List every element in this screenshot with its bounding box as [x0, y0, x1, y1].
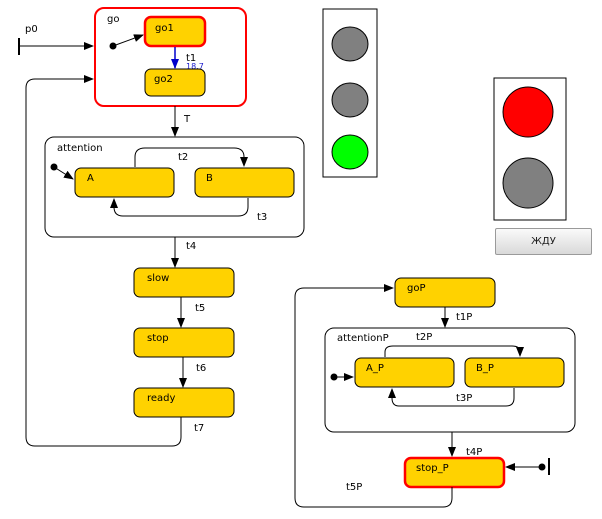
state-stop_P[interactable]: [403, 456, 506, 489]
composite-go[interactable]: [94, 7, 247, 107]
wait-button[interactable]: ЖДУ: [495, 228, 592, 255]
transition-t1P-label: t1P: [456, 312, 472, 323]
pseudostate-p0-label: p0: [25, 24, 38, 35]
car-light-red: [331, 26, 369, 62]
state-A-label: A: [87, 173, 94, 184]
car-light-green: [331, 134, 369, 170]
composite-go-label: go: [107, 14, 119, 25]
transition-t3P: [388, 388, 515, 407]
transition-t7-label: t7: [194, 423, 204, 434]
state-A[interactable]: [74, 167, 175, 198]
transition-t5P-label: t5P: [346, 482, 362, 493]
state-A_P-label: A_P: [366, 363, 384, 374]
transition-t4-label: t4: [186, 241, 196, 252]
state-stop[interactable]: [133, 327, 235, 358]
state-go1-label: go1: [155, 23, 174, 34]
pedestrian-light-green: [502, 157, 554, 209]
pedestrian-light-red: [502, 86, 554, 138]
state-B[interactable]: [194, 167, 295, 198]
state-ready[interactable]: [133, 387, 235, 418]
transition-t3: [110, 198, 249, 217]
transition-t6-label: t6: [196, 363, 206, 374]
transition-t3P-label: t3P: [456, 393, 472, 404]
state-go1[interactable]: [143, 15, 207, 48]
state-go2-label: go2: [154, 74, 173, 85]
state-slow[interactable]: [133, 267, 235, 298]
composite-attentionP-label: attentionP: [337, 333, 389, 344]
transition-t2: [134, 147, 248, 167]
composite-attention-label: attention: [57, 143, 103, 154]
state-A_P[interactable]: [354, 357, 455, 388]
state-B-label: B: [206, 173, 213, 184]
transition-t2P-label: t2P: [416, 332, 432, 343]
transition-t4P-label: t4P: [466, 447, 482, 458]
state-go2[interactable]: [144, 68, 206, 97]
transition-t2P: [384, 345, 524, 357]
transition-t5P: [294, 284, 453, 508]
initial-arrow-attention: [53, 166, 74, 180]
state-B_P[interactable]: [464, 357, 565, 388]
state-ready-label: ready: [147, 393, 176, 404]
transition-t5-label: t5: [195, 303, 205, 314]
state-stop-label: stop: [147, 333, 169, 344]
state-goP-label: goP: [407, 283, 426, 294]
state-stop_P-label: stop_P: [416, 463, 449, 474]
transition-t3-label: t3: [257, 212, 267, 223]
transition-t1-label: t1: [186, 53, 196, 64]
initial-arrow-go: [112, 34, 144, 47]
transition-t2-label: t2: [178, 152, 188, 163]
state-slow-label: slow: [147, 273, 169, 284]
car-light-yellow: [331, 82, 369, 118]
transition-T-label: T: [183, 114, 191, 125]
transition-t7: [25, 75, 182, 447]
transition-t1-timer: 18.7: [186, 62, 204, 71]
state-B_P-label: B_P: [476, 363, 494, 374]
